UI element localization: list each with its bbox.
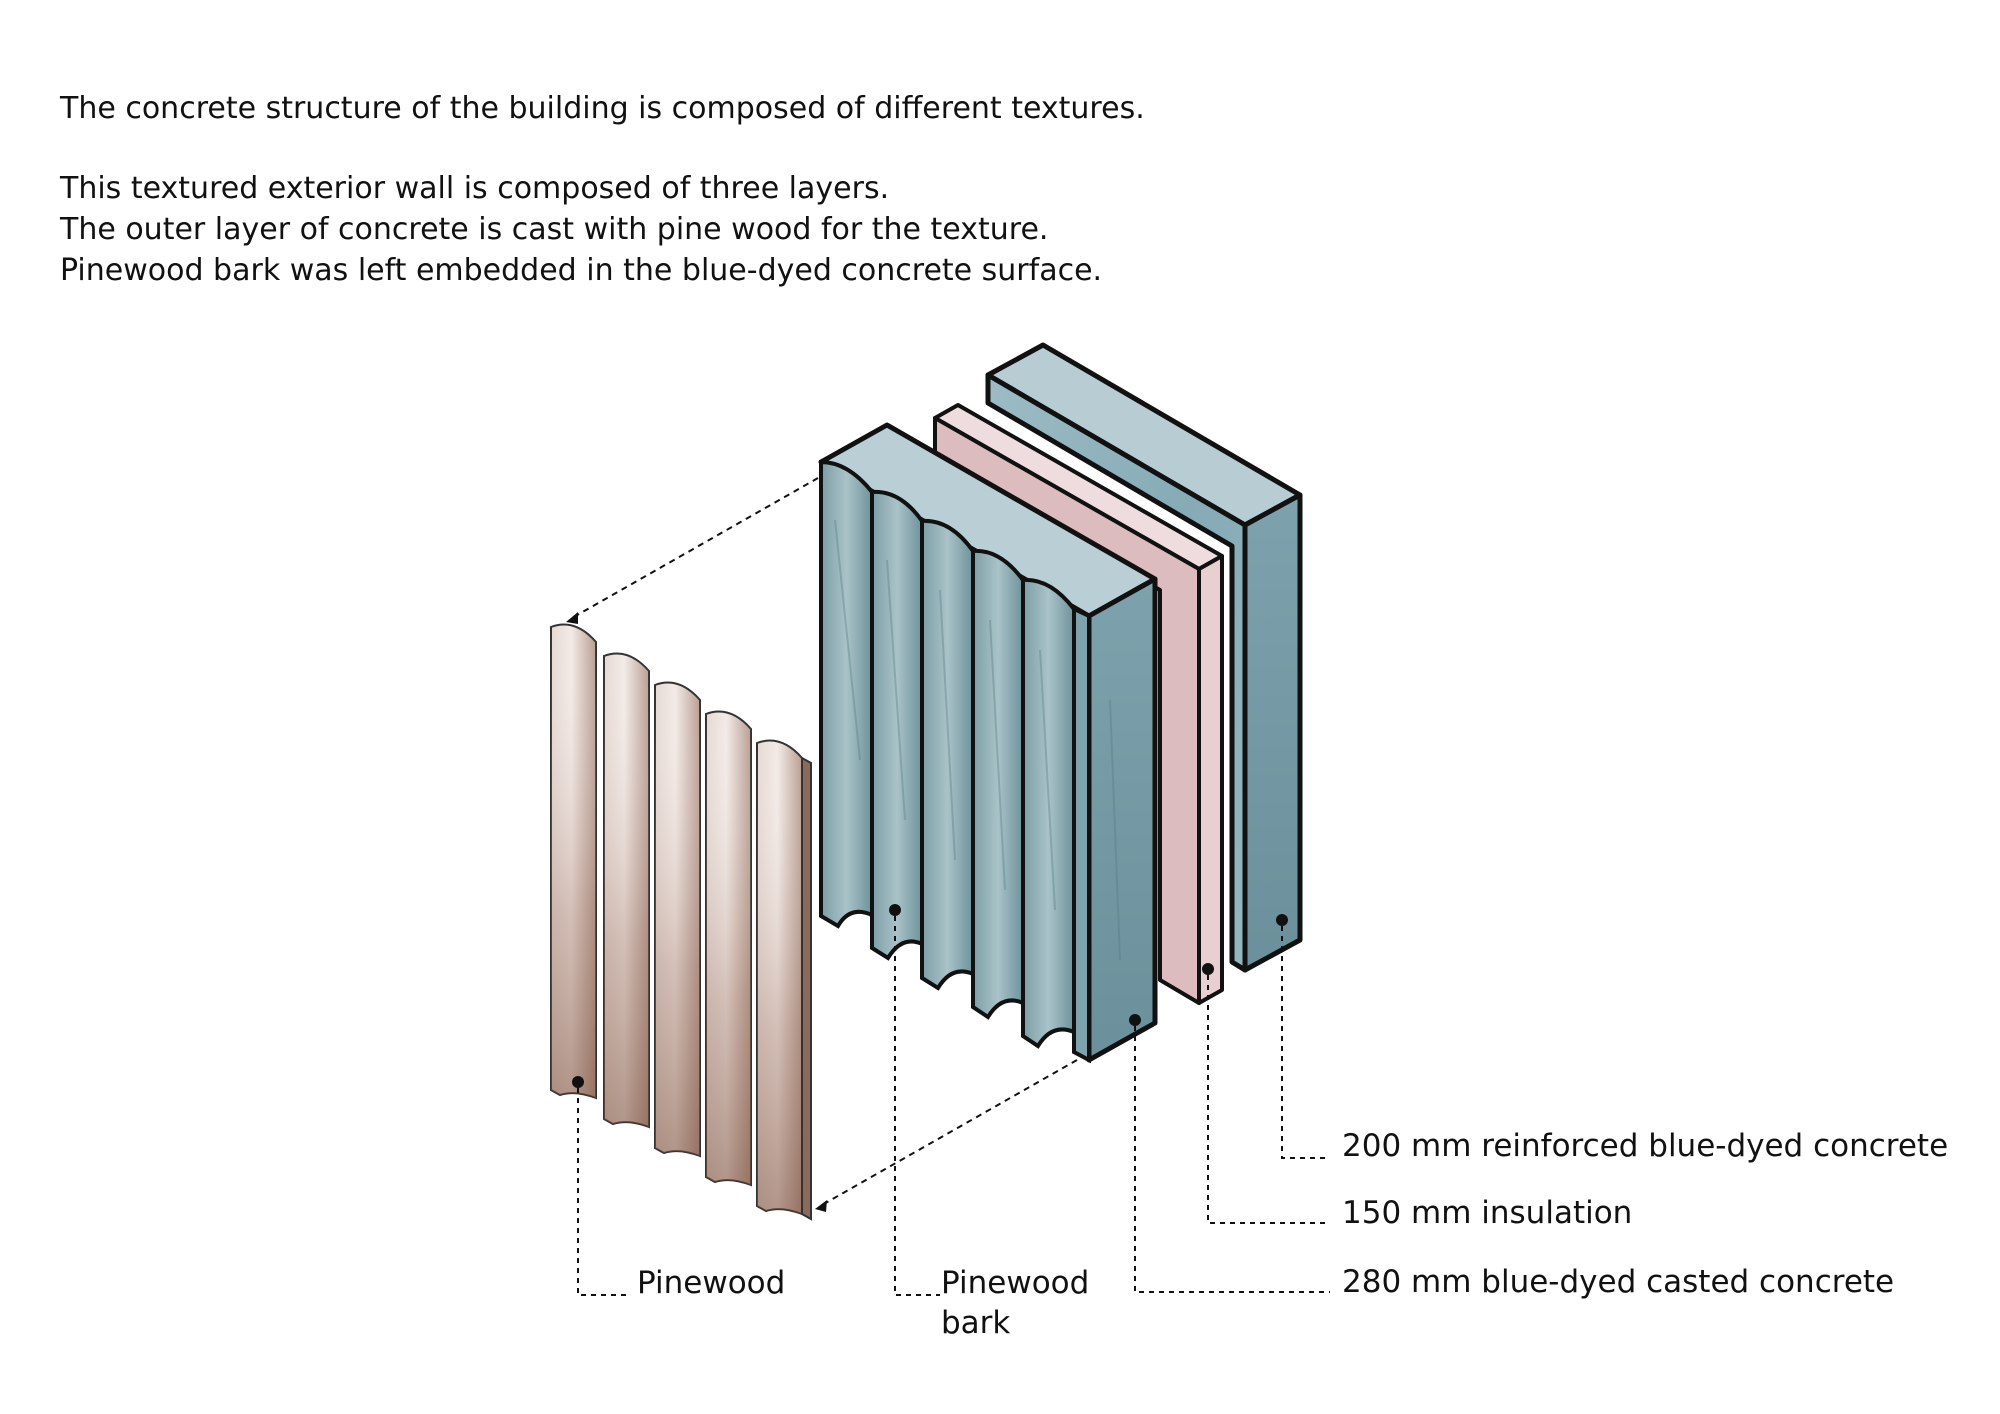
- leader-lines: [577, 916, 1330, 1296]
- label-pinewood-bark-line2: bark: [941, 1305, 1011, 1341]
- intro-sentence-3: The outer layer of concrete is cast with…: [60, 212, 1049, 247]
- insulation-callout-dot: [1202, 963, 1214, 975]
- intro-text: The concrete structure of the building i…: [60, 88, 1145, 291]
- label-pinewood-bark-line1: Pinewood: [941, 1265, 1090, 1301]
- pinewood-plank: [756, 739, 812, 1221]
- label-pinewood: Pinewood: [637, 1265, 786, 1301]
- label-pinewood-bark: Pinewood bark: [941, 1263, 1089, 1343]
- label-casted-concrete: 280 mm blue-dyed casted concrete: [1342, 1264, 1895, 1300]
- casted-concrete-slab: [818, 422, 1158, 1064]
- pinewood-plank: [550, 623, 597, 1100]
- intro-sentence-1: The concrete structure of the building i…: [60, 91, 1145, 126]
- label-insulation: 150 mm insulation: [1342, 1195, 1633, 1231]
- reinforced-concrete-callout-dot: [1276, 914, 1288, 926]
- label-reinforced-concrete: 200 mm reinforced blue-dyed concrete: [1342, 1128, 1949, 1164]
- pinewood-planks: [550, 623, 812, 1221]
- pinewood-plank: [603, 652, 650, 1129]
- pinewood-callout-dot: [572, 1076, 584, 1088]
- pinewood-bark-callout-dot: [889, 904, 901, 916]
- pinewood-plank: [654, 681, 701, 1158]
- callout-dots: [572, 904, 1288, 1088]
- intro-sentence-2: This textured exterior wall is composed …: [60, 171, 890, 206]
- casted-concrete-callout-dot: [1129, 1014, 1141, 1026]
- reinforced-concrete-slab: [985, 342, 1303, 973]
- explode-guide-lines: [571, 477, 1078, 1206]
- intro-sentence-4: Pinewood bark was left embedded in the b…: [60, 253, 1103, 288]
- arrowheads: [566, 612, 827, 1212]
- pinewood-plank: [705, 710, 752, 1187]
